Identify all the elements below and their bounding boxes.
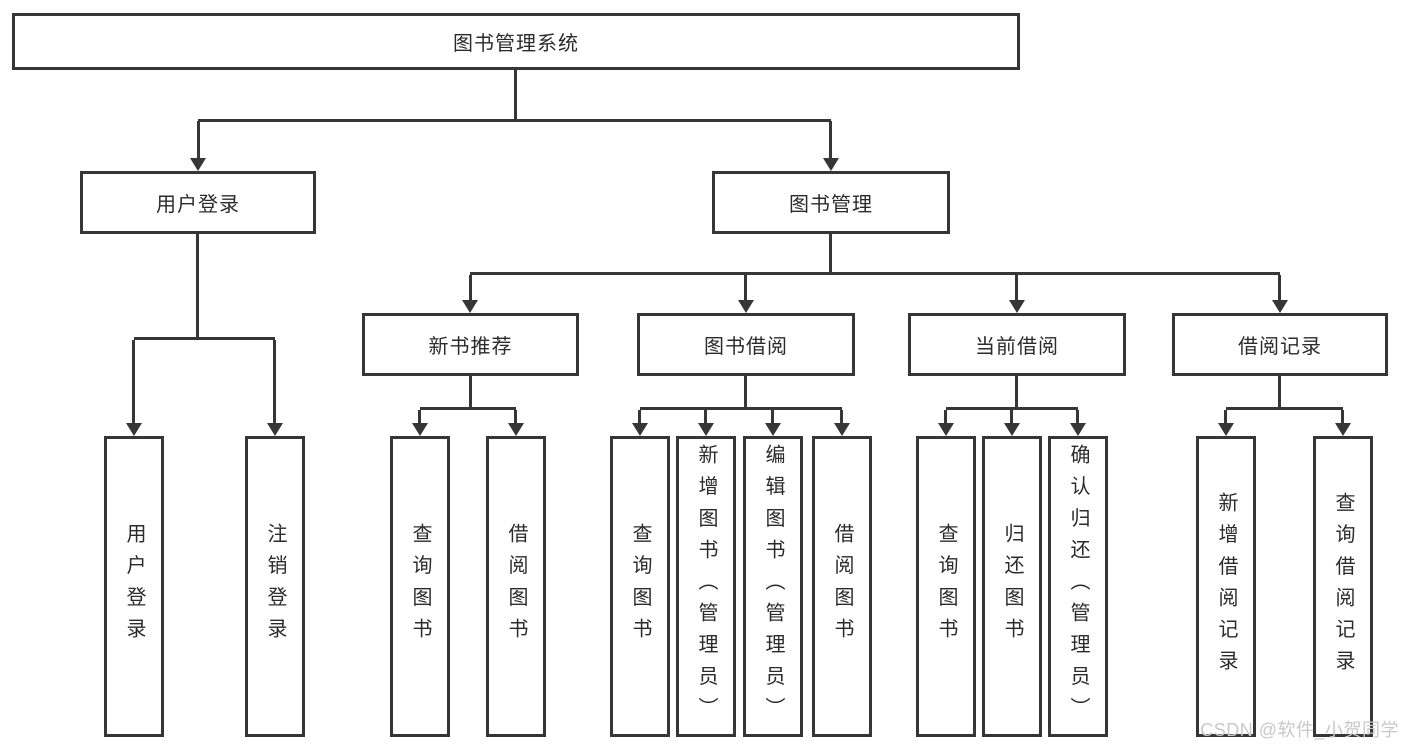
connector-nb-leaf2-drop (514, 410, 517, 423)
node-borrow-records: 借阅记录 (1172, 313, 1388, 376)
leaf-query-books-current: 查询图书 (916, 436, 976, 737)
leaf-query-books-borrow: 查询图书 (610, 436, 670, 737)
connector-borrowing-rail (640, 407, 842, 410)
arrowhead-login-leaf1 (126, 423, 142, 436)
arrowhead-records (1272, 300, 1288, 313)
leaf-query-books-current-label: 查询图书 (935, 523, 957, 650)
node-book-borrow: 图书借阅 (637, 313, 855, 376)
connector-bw-leaf1-drop (638, 410, 641, 423)
arrowhead-bw-leaf1 (632, 423, 648, 436)
arrowhead-current (1009, 300, 1025, 313)
leaf-user-login: 用户登录 (104, 436, 164, 737)
arrowhead-login-leaf2 (267, 423, 283, 436)
node-book-management: 图书管理 (712, 171, 950, 234)
connector-rc-leaf2-drop (1341, 410, 1344, 423)
connector-login-leaf2-drop (273, 340, 276, 424)
connector-cu-leaf1-drop (944, 410, 947, 423)
connector-rc-leaf1-drop (1224, 410, 1227, 423)
node-new-book-recommend: 新书推荐 (362, 313, 579, 376)
leaf-return-books: 归还图书 (982, 436, 1042, 737)
connector-borrowing-drop (744, 275, 747, 300)
connector-records-drop (1278, 275, 1281, 300)
connector-records-rail (1226, 407, 1343, 410)
leaf-add-books-admin: 新增图书（管理员） (676, 436, 736, 737)
node-borrow-records-label: 借阅记录 (1238, 336, 1322, 358)
connector-records-stem (1278, 376, 1281, 407)
connector-book-mgmt-drop (829, 121, 832, 158)
connector-user-login-rail (134, 337, 275, 340)
leaf-add-books-admin-label: 新增图书（管理员） (695, 444, 717, 729)
connector-new-books-rail (420, 407, 516, 410)
connector-current-rail (946, 407, 1078, 410)
connector-cu-leaf3-drop (1076, 410, 1079, 423)
connector-book-mgmt-rail (470, 272, 1280, 275)
arrowhead-nb-leaf1 (412, 423, 428, 436)
arrowhead-new-books (462, 300, 478, 313)
node-book-borrow-label: 图书借阅 (704, 336, 788, 358)
connector-bw-leaf2-drop (704, 410, 707, 423)
leaf-add-borrow-record: 新增借阅记录 (1196, 436, 1256, 737)
node-book-management-label: 图书管理 (789, 194, 873, 216)
arrowhead-bw-leaf4 (834, 423, 850, 436)
arrowhead-bw-leaf2 (698, 423, 714, 436)
connector-root-rail (198, 119, 831, 122)
arrowhead-rc-leaf2 (1335, 423, 1351, 436)
leaf-user-login-label: 用户登录 (123, 523, 145, 650)
connector-current-drop (1015, 275, 1018, 300)
arrowhead-rc-leaf1 (1218, 423, 1234, 436)
arrowhead-bw-leaf3 (765, 423, 781, 436)
node-new-book-recommend-label: 新书推荐 (428, 336, 513, 358)
node-current-borrow: 当前借阅 (908, 313, 1126, 376)
leaf-query-books-recommend-label: 查询图书 (409, 523, 431, 650)
leaf-query-books-borrow-label: 查询图书 (629, 523, 651, 650)
connector-root-stem (514, 70, 517, 119)
connector-borrowing-stem (744, 376, 747, 407)
leaf-edit-books-admin-label: 编辑图书（管理员） (762, 444, 784, 729)
connector-new-books-stem (469, 376, 472, 407)
leaf-return-books-label: 归还图书 (1001, 523, 1023, 650)
csdn-watermark: CSDN @软件_小贺同学 (1200, 720, 1399, 740)
leaf-logout-label: 注销登录 (264, 523, 286, 650)
arrowhead-nb-leaf2 (508, 423, 524, 436)
connector-cu-leaf2-drop (1010, 410, 1013, 423)
leaf-borrow-books: 借阅图书 (812, 436, 872, 737)
connector-new-books-drop (469, 275, 472, 300)
leaf-confirm-return-admin-label: 确认归还（管理员） (1067, 444, 1089, 729)
arrowhead-user-login (190, 158, 206, 171)
node-library-system-label: 图书管理系统 (453, 33, 579, 55)
connector-nb-leaf1-drop (418, 410, 421, 423)
arrowhead-cu-leaf2 (1004, 423, 1020, 436)
leaf-logout: 注销登录 (245, 436, 305, 737)
arrowhead-cu-leaf1 (938, 423, 954, 436)
connector-book-mgmt-stem (829, 234, 832, 272)
node-current-borrow-label: 当前借阅 (975, 336, 1059, 358)
connector-bw-leaf3-drop (771, 410, 774, 423)
leaf-query-books-recommend: 查询图书 (390, 436, 450, 737)
connector-user-login-drop (197, 121, 200, 158)
leaf-borrow-books-label: 借阅图书 (831, 523, 853, 650)
connector-user-login-stem (196, 234, 199, 337)
node-library-system: 图书管理系统 (12, 13, 1020, 70)
leaf-borrow-books-recommend: 借阅图书 (486, 436, 546, 737)
node-user-login: 用户登录 (80, 171, 316, 234)
leaf-query-borrow-record: 查询借阅记录 (1313, 436, 1373, 737)
connector-current-stem (1015, 376, 1018, 407)
leaf-borrow-books-recommend-label: 借阅图书 (505, 523, 527, 650)
leaf-query-borrow-record-label: 查询借阅记录 (1332, 491, 1354, 682)
leaf-confirm-return-admin: 确认归还（管理员） (1048, 436, 1108, 737)
arrowhead-book-mgmt (823, 158, 839, 171)
node-user-login-label: 用户登录 (156, 194, 240, 216)
arrowhead-borrowing (738, 300, 754, 313)
connector-login-leaf1-drop (132, 340, 135, 424)
leaf-add-borrow-record-label: 新增借阅记录 (1215, 491, 1237, 682)
leaf-edit-books-admin: 编辑图书（管理员） (743, 436, 803, 737)
arrowhead-cu-leaf3 (1070, 423, 1086, 436)
connector-bw-leaf4-drop (840, 410, 843, 423)
